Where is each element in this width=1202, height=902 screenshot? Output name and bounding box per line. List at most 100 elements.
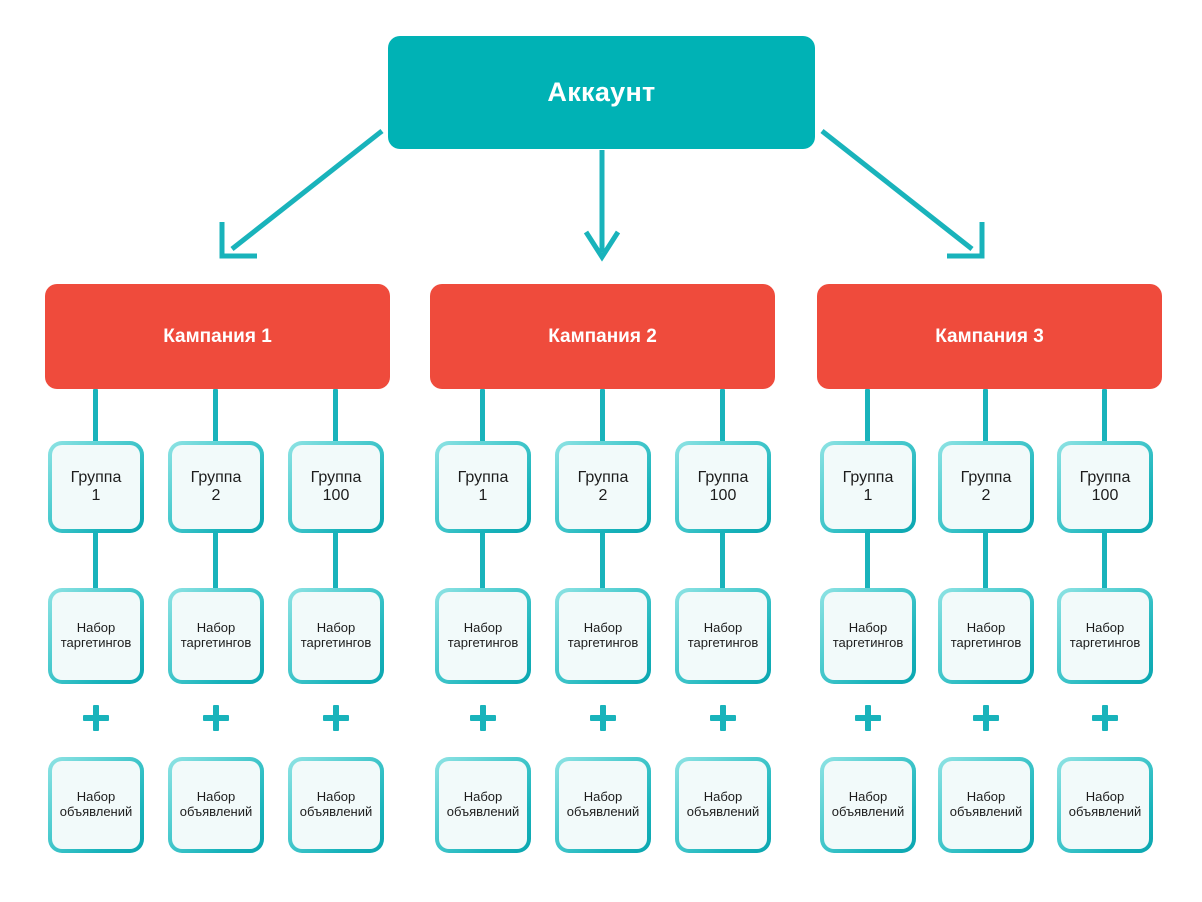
targeting-node-inner: Набор таргетингов [942, 592, 1030, 680]
plus-icon-c3-b2 [973, 705, 999, 731]
adset-node-inner: Набор объявлений [52, 761, 140, 849]
adset-node-c1-b3[interactable]: Набор объявлений [288, 757, 384, 853]
campaign-label-3: Кампания 3 [935, 326, 1044, 347]
group-node-c2-b1[interactable]: Группа 1 [435, 441, 531, 533]
adset-label: Набор объявлений [59, 789, 133, 819]
group-node-inner: Группа 100 [292, 445, 380, 529]
group-node-c3-b1[interactable]: Группа 1 [820, 441, 916, 533]
adset-label: Набор объявлений [949, 789, 1023, 819]
adset-node-inner: Набор объявлений [172, 761, 260, 849]
adset-node-inner: Набор объявлений [824, 761, 912, 849]
adset-node-c2-b2[interactable]: Набор объявлений [555, 757, 651, 853]
campaign-label-1: Кампания 1 [163, 326, 272, 347]
plus-icon-c1-b1 [83, 705, 109, 731]
plus-icon-c1-b2 [203, 705, 229, 731]
targeting-node-c2-b2[interactable]: Набор таргетингов [555, 588, 651, 684]
connector-group-targeting-c3-b1 [865, 531, 870, 591]
connector-group-targeting-c2-b3 [720, 531, 725, 591]
group-node-c1-b2[interactable]: Группа 2 [168, 441, 264, 533]
campaign-node-2[interactable]: Кампания 2 [430, 284, 775, 389]
group-node-inner: Группа 100 [679, 445, 767, 529]
group-node-c2-b2[interactable]: Группа 2 [555, 441, 651, 533]
adset-node-inner: Набор объявлений [1061, 761, 1149, 849]
adset-node-c3-b3[interactable]: Набор объявлений [1057, 757, 1153, 853]
targeting-node-c3-b2[interactable]: Набор таргетингов [938, 588, 1034, 684]
targeting-label: Набор таргетингов [60, 620, 132, 650]
campaign-node-3[interactable]: Кампания 3 [817, 284, 1162, 389]
group-node-inner: Группа 100 [1061, 445, 1149, 529]
targeting-label: Набор таргетингов [447, 620, 519, 650]
connector-group-targeting-c2-b1 [480, 531, 485, 591]
targeting-node-inner: Набор таргетингов [824, 592, 912, 680]
targeting-node-inner: Набор таргетингов [439, 592, 527, 680]
targeting-node-inner: Набор таргетингов [172, 592, 260, 680]
adset-label: Набор объявлений [446, 789, 520, 819]
targeting-node-inner: Набор таргетингов [679, 592, 767, 680]
connector-group-targeting-c3-b2 [983, 531, 988, 591]
account-node[interactable]: Аккаунт [388, 36, 815, 149]
group-label: Группа 2 [577, 468, 629, 504]
plus-icon-c2-b2 [590, 705, 616, 731]
adset-label: Набор объявлений [179, 789, 253, 819]
adset-node-inner: Набор объявлений [679, 761, 767, 849]
adset-node-c1-b1[interactable]: Набор объявлений [48, 757, 144, 853]
targeting-label: Набор таргетингов [300, 620, 372, 650]
connector-campaign3-group1 [865, 389, 870, 443]
group-label: Группа 1 [842, 468, 894, 504]
targeting-node-c1-b1[interactable]: Набор таргетингов [48, 588, 144, 684]
group-node-c1-b3[interactable]: Группа 100 [288, 441, 384, 533]
group-label: Группа 2 [960, 468, 1012, 504]
targeting-node-inner: Набор таргетингов [292, 592, 380, 680]
group-node-inner: Группа 1 [439, 445, 527, 529]
plus-icon-c3-b1 [855, 705, 881, 731]
adset-node-c2-b3[interactable]: Набор объявлений [675, 757, 771, 853]
arrow-account-to-campaign-2 [583, 150, 621, 262]
targeting-label: Набор таргетингов [832, 620, 904, 650]
adset-label: Набор объявлений [299, 789, 373, 819]
campaign-node-1[interactable]: Кампания 1 [45, 284, 390, 389]
connector-group-targeting-c3-b3 [1102, 531, 1107, 591]
targeting-node-c2-b3[interactable]: Набор таргетингов [675, 588, 771, 684]
targeting-node-c3-b1[interactable]: Набор таргетингов [820, 588, 916, 684]
group-label: Группа 1 [457, 468, 509, 504]
targeting-label: Набор таргетингов [567, 620, 639, 650]
adset-node-c3-b1[interactable]: Набор объявлений [820, 757, 916, 853]
group-label: Группа 1 [70, 468, 122, 504]
group-label: Группа 100 [1079, 468, 1131, 504]
adset-node-inner: Набор объявлений [559, 761, 647, 849]
adset-label: Набор объявлений [1068, 789, 1142, 819]
targeting-node-c1-b3[interactable]: Набор таргетингов [288, 588, 384, 684]
adset-node-c3-b2[interactable]: Набор объявлений [938, 757, 1034, 853]
group-node-inner: Группа 2 [942, 445, 1030, 529]
targeting-label: Набор таргетингов [687, 620, 759, 650]
adset-label: Набор объявлений [831, 789, 905, 819]
adset-node-inner: Набор объявлений [942, 761, 1030, 849]
group-node-inner: Группа 1 [52, 445, 140, 529]
group-node-c2-b3[interactable]: Группа 100 [675, 441, 771, 533]
connector-group-targeting-c1-b3 [333, 531, 338, 591]
group-node-c3-b2[interactable]: Группа 2 [938, 441, 1034, 533]
targeting-label: Набор таргетингов [180, 620, 252, 650]
connector-group-targeting-c2-b2 [600, 531, 605, 591]
connector-campaign2-group3 [720, 389, 725, 443]
targeting-node-c1-b2[interactable]: Набор таргетингов [168, 588, 264, 684]
connector-campaign3-group2 [983, 389, 988, 443]
plus-icon-c2-b3 [710, 705, 736, 731]
group-node-c1-b1[interactable]: Группа 1 [48, 441, 144, 533]
targeting-node-inner: Набор таргетингов [1061, 592, 1149, 680]
connector-campaign2-group1 [480, 389, 485, 443]
adset-node-c2-b1[interactable]: Набор объявлений [435, 757, 531, 853]
targeting-node-c2-b1[interactable]: Набор таргетингов [435, 588, 531, 684]
group-label: Группа 100 [697, 468, 749, 504]
targeting-node-c3-b3[interactable]: Набор таргетингов [1057, 588, 1153, 684]
targeting-node-inner: Набор таргетингов [559, 592, 647, 680]
arrow-account-to-campaign-1 [219, 129, 384, 259]
connector-campaign1-group1 [93, 389, 98, 443]
plus-icon-c2-b1 [470, 705, 496, 731]
targeting-label: Набор таргетингов [950, 620, 1022, 650]
group-node-c3-b3[interactable]: Группа 100 [1057, 441, 1153, 533]
connector-campaign3-group3 [1102, 389, 1107, 443]
arrow-account-to-campaign-3 [820, 129, 985, 259]
adset-node-c1-b2[interactable]: Набор объявлений [168, 757, 264, 853]
